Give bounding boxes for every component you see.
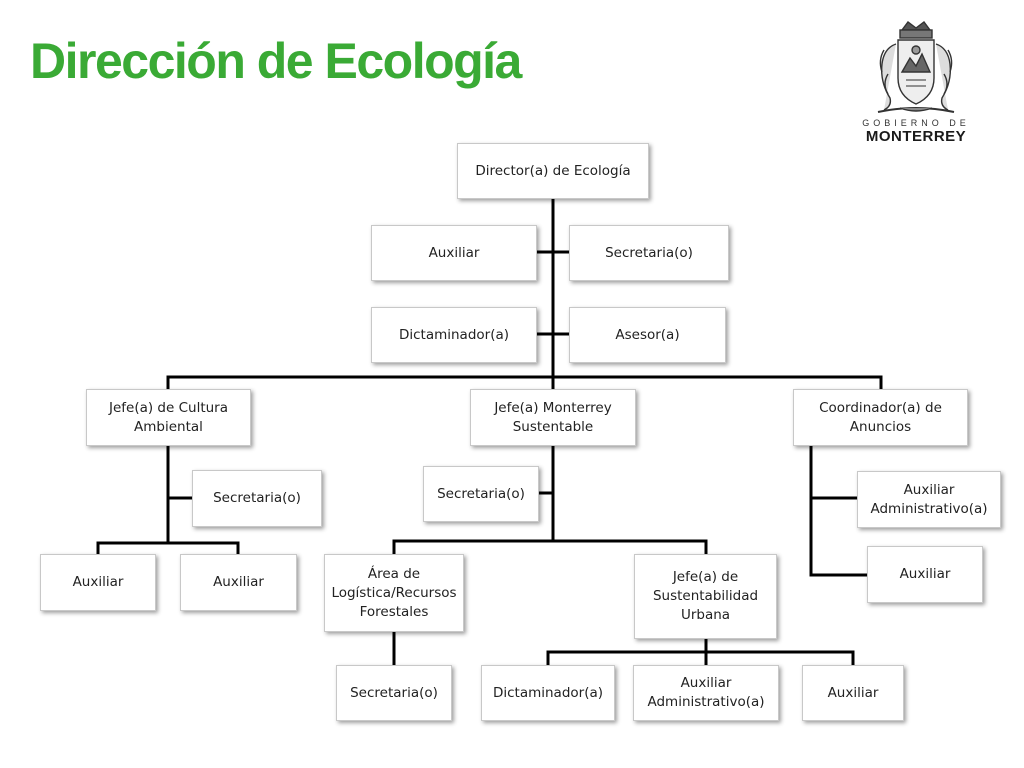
cultura-auxiliar-1-box: Auxiliar — [40, 554, 156, 611]
staff-asesor-box: Asesor(a) — [569, 307, 726, 363]
staff-secretaria-box: Secretaria(o) — [569, 225, 729, 281]
anuncios-auxiliar-admin-box: Auxiliar Administrativo(a) — [857, 471, 1001, 528]
logo-top-text: GOBIERNO DE — [862, 118, 970, 128]
logistica-secretaria-box: Secretaria(o) — [336, 665, 452, 721]
anuncios-auxiliar-box: Auxiliar — [867, 546, 983, 603]
sustentable-secretaria-box: Secretaria(o) — [423, 466, 539, 522]
sustentable-head-box: Jefe(a) Monterrey Sustentable — [470, 389, 636, 446]
urbana-head-box: Jefe(a) de Sustentabilidad Urbana — [634, 554, 777, 639]
urbana-dictaminador-box: Dictaminador(a) — [481, 665, 615, 721]
logo-main-text: MONTERREY — [865, 128, 967, 145]
urbana-auxiliar-admin-box: Auxiliar Administrativo(a) — [633, 665, 779, 721]
urbana-auxiliar-box: Auxiliar — [802, 665, 904, 721]
cultura-auxiliar-2-box: Auxiliar — [180, 554, 297, 611]
coat-of-arms-icon — [877, 21, 955, 113]
logo: GOBIERNO DE MONTERREY — [856, 20, 976, 148]
cultura-head-box: Jefe(a) de Cultura Ambiental — [86, 389, 251, 446]
staff-auxiliar-box: Auxiliar — [371, 225, 537, 281]
cultura-secretaria-box: Secretaria(o) — [192, 470, 322, 527]
anuncios-head-box: Coordinador(a) de Anuncios — [793, 389, 968, 446]
logistica-head-box: Área de Logística/Recursos Forestales — [324, 554, 464, 632]
page-title: Dirección de Ecología — [30, 33, 522, 89]
staff-dictaminador-box: Dictaminador(a) — [371, 307, 537, 363]
director-box: Director(a) de Ecología — [457, 143, 649, 199]
